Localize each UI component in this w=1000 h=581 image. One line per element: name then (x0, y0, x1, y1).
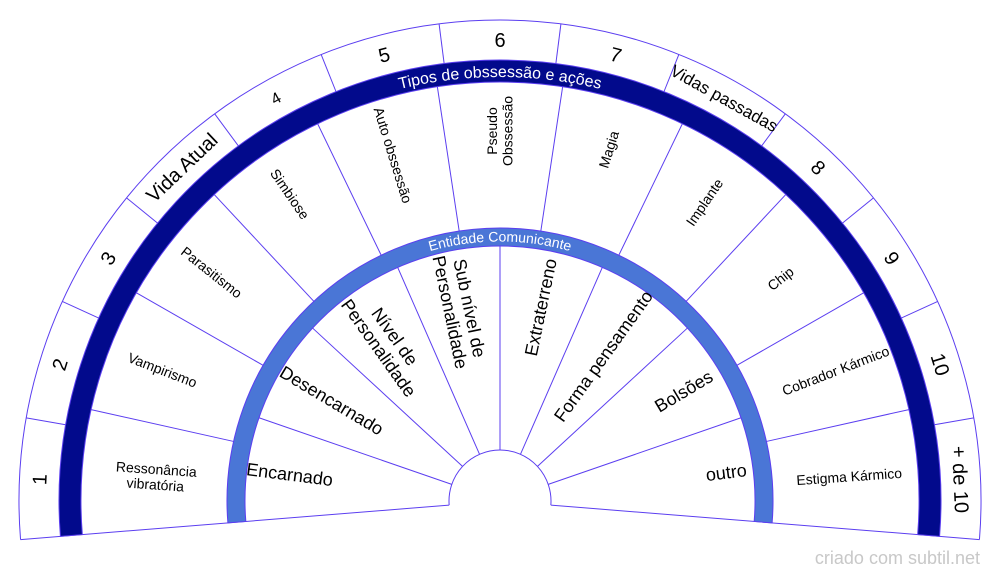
inner-ring-label-line: Encarnado (245, 459, 334, 490)
outer-ring-label: 6 (494, 30, 505, 52)
inner-ring-label-line: outro (705, 460, 748, 485)
outer-divider (555, 23, 562, 64)
outer-ring-label-line: 1 (29, 473, 51, 485)
inner-ring-label: Desencarnado (276, 362, 387, 439)
middle-ring-label-line: Magia (595, 129, 622, 170)
middle-ring-label-line: Chip (764, 263, 797, 294)
middle-ring-label: Magia (595, 129, 622, 170)
inner-ring-label-line: Bolsões (651, 366, 716, 416)
outer-divider (26, 417, 66, 426)
middle-divider (90, 409, 234, 442)
inner-divider (537, 327, 688, 467)
middle-ring-label: Parasitismo (178, 243, 245, 301)
inner-divider (397, 267, 480, 455)
middle-divider (618, 123, 683, 256)
outer-ring-label-line: 6 (494, 30, 505, 52)
inner-divider (258, 417, 452, 485)
middle-ring-label: Cobrador Kármico (780, 343, 892, 399)
inner-ring-label: Bolsões (651, 366, 716, 416)
middle-ring-label-line: Simbiose (267, 166, 313, 223)
middle-divider (736, 292, 864, 366)
middle-divider (213, 194, 315, 302)
outer-divider (663, 54, 680, 92)
outer-ring-label: 7 (607, 44, 623, 68)
inner-divider (312, 327, 463, 467)
outer-divider (214, 113, 239, 147)
outer-ring-label-line: 10 (926, 351, 954, 379)
middle-divider (685, 194, 787, 302)
middle-ring-label-line: Vampirismo (126, 349, 200, 390)
inner-ring-label-line: Desencarnado (276, 362, 387, 439)
middle-divider (136, 292, 264, 366)
outer-divider (62, 301, 99, 319)
inner-band (226, 227, 774, 524)
outer-band (58, 59, 942, 537)
outer-ring-label-line: 4 (268, 90, 284, 109)
hub-circle (448, 449, 552, 506)
middle-ring-label-line: Auto obssessão (371, 105, 416, 205)
middle-ring-label: Vampirismo (126, 349, 200, 390)
outer-divider (842, 197, 874, 224)
middle-divider (436, 86, 460, 232)
middle-ring-label: Simbiose (267, 166, 313, 223)
inner-ring-label: outro (705, 460, 748, 485)
outer-ring-label: 2 (48, 356, 72, 373)
middle-ring-label-line: Estigma Kármico (796, 465, 903, 488)
outer-edge (18, 19, 982, 540)
outer-ring-label: 1 (29, 473, 51, 485)
outer-ring-label-line: 8 (806, 156, 829, 180)
middle-divider (766, 409, 910, 442)
middle-ring-label-line: Obssessão (500, 96, 516, 166)
middle-ring-label: Chip (764, 263, 797, 294)
outer-ring-label-line: 3 (97, 248, 122, 269)
inner-divider (548, 417, 742, 485)
middle-ring-label-line: Parasitismo (178, 243, 245, 301)
outer-ring-label-line: + de 10 (947, 445, 972, 513)
inner-ring-label-line: Forma pensamento (550, 287, 657, 426)
watermark: criado com subtil.net (814, 548, 980, 568)
outer-divider (126, 197, 158, 224)
middle-divider (317, 123, 382, 256)
outer-divider (761, 113, 786, 147)
inner-ring-label: Nível dePersonalidade (337, 284, 436, 401)
middle-ring-label-line: Cobrador Kármico (780, 343, 892, 399)
outer-ring-label-line: 9 (879, 248, 904, 269)
outer-divider (438, 23, 445, 64)
outer-divider (320, 54, 337, 92)
outer-ring-label-line: 5 (376, 44, 392, 68)
outer-ring-label-line: 2 (48, 356, 72, 373)
inner-ring-label-line: Extraterreno (521, 257, 561, 358)
outer-ring-label: 9 (879, 248, 904, 269)
middle-ring-label: Auto obssessão (371, 105, 416, 205)
inner-ring-label: Forma pensamento (550, 287, 657, 426)
middle-ring-label: Ressonânciavibratória (114, 458, 197, 495)
middle-ring-label: Implante (683, 175, 727, 229)
inner-ring-label: Encarnado (245, 459, 334, 490)
outer-ring-label: 4 (268, 90, 284, 109)
middle-ring-label: Estigma Kármico (796, 465, 903, 488)
middle-ring-label: PseudoObssessão (484, 96, 515, 166)
outer-ring-label: + de 10 (947, 445, 972, 513)
middle-ring-label-line: Pseudo (484, 107, 500, 155)
outer-ring-label: 5 (376, 44, 392, 68)
outer-divider (934, 417, 974, 426)
inner-divider (520, 267, 603, 455)
outer-divider (901, 301, 938, 319)
outer-ring-label: 10 (926, 351, 954, 379)
inner-ring-label: Extraterreno (521, 257, 561, 358)
outer-ring-label: 8 (806, 156, 829, 180)
middle-ring-label-line: Implante (683, 175, 727, 229)
outer-ring-label: 3 (97, 248, 122, 269)
inner-ring-label: Sub nível dePersonalidade (428, 250, 491, 371)
middle-ring-label-line: Ressonância (115, 458, 197, 480)
outer-ring-label-line: 7 (607, 44, 623, 68)
middle-divider (540, 86, 564, 232)
middle-ring-label-line: vibratória (126, 475, 185, 495)
